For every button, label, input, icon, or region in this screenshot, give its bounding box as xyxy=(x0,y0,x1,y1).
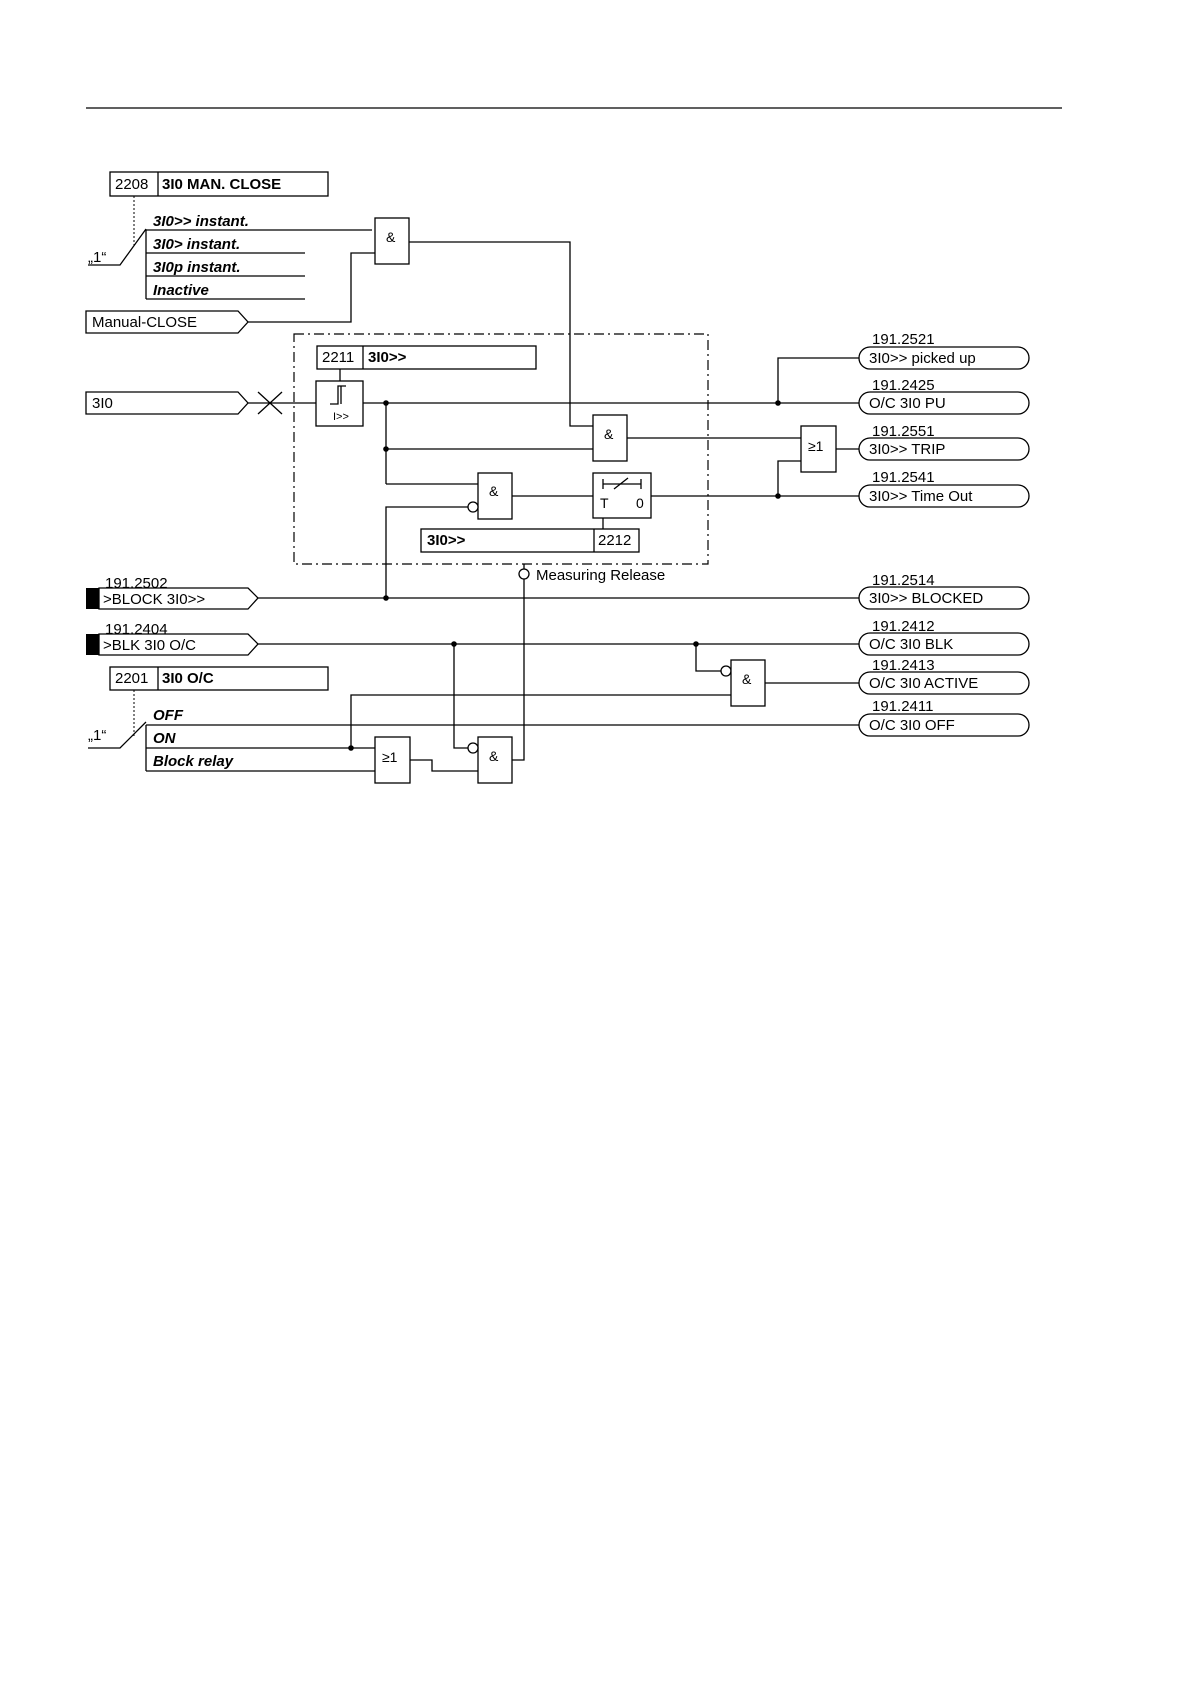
option-block-relay: Block relay xyxy=(153,753,234,770)
setting-pickup: 2211 3I0>> xyxy=(316,345,537,370)
negation-and-delay xyxy=(467,501,479,513)
and-gate-release-symbol: & xyxy=(489,748,499,764)
and-gate-release: & xyxy=(477,736,513,784)
and-gate-man-close-symbol: & xyxy=(386,229,396,245)
input-manual-close: Manual-CLOSE xyxy=(85,310,249,334)
or-gate-oc-symbol: ≥1 xyxy=(382,749,398,765)
wire-on-to-and-active xyxy=(350,694,731,748)
option-3i0p-instant: 3I0p instant. xyxy=(153,259,241,276)
output-time-out-number: 191.2541 xyxy=(872,469,935,486)
output-trip-number: 191.2551 xyxy=(872,423,935,440)
measuring-frame xyxy=(293,333,709,565)
timer-zero: 0 xyxy=(636,495,644,511)
option-off: OFF xyxy=(153,707,184,724)
output-picked-up: 191.2521 3I0>> picked up xyxy=(858,331,1030,370)
setting-delay-address: 2212 xyxy=(598,532,631,549)
output-oc-off-number: 191.2411 xyxy=(872,698,933,715)
wire-blk-to-and-release xyxy=(453,644,473,749)
setting-pickup-address: 2211 xyxy=(322,349,354,366)
input-3i0-label: 3I0 xyxy=(92,395,113,412)
wire-blk-to-and-active xyxy=(695,644,721,672)
wire-or-oc-out xyxy=(410,759,478,772)
output-time-out-label: 3I0>> Time Out xyxy=(869,488,973,505)
output-picked-up-number: 191.2521 xyxy=(872,331,935,348)
negation-and-active xyxy=(720,665,732,677)
input-block-label: >BLOCK 3I0>> xyxy=(103,591,205,608)
output-oc-blk: 191.2412 O/C 3I0 BLK xyxy=(858,618,1030,656)
man-close-switch: „1“ xyxy=(88,228,147,266)
wire-timeout-to-or xyxy=(777,460,801,496)
output-oc-blk-label: O/C 3I0 BLK xyxy=(869,636,953,653)
output-blocked-label: 3I0>> BLOCKED xyxy=(869,590,983,607)
man-close-options: 3I0>> instant. 3I0> instant. 3I0p instan… xyxy=(145,213,372,300)
and-gate-active: & xyxy=(730,659,766,707)
output-oc-off-label: O/C 3I0 OFF xyxy=(869,717,955,734)
and-gate-instant: & xyxy=(592,414,628,462)
setting-oc-name: 3I0 O/C xyxy=(162,670,214,687)
input-block: 191.2502 >BLOCK 3I0>> xyxy=(86,575,259,610)
setting-delay: 3I0>> 2212 xyxy=(420,528,640,553)
man-close-switch-label: „1“ xyxy=(88,249,106,266)
and-gate-delay: & xyxy=(477,472,513,520)
setting-oc: 2201 3I0 O/C xyxy=(109,666,329,691)
wire-measuring-release xyxy=(512,579,525,761)
output-oc-active-number: 191.2413 xyxy=(872,657,935,674)
output-oc-active-label: O/C 3I0 ACTIVE xyxy=(869,675,978,692)
output-trip: 191.2551 3I0>> TRIP xyxy=(858,423,1030,461)
wire-manual-close xyxy=(248,252,375,323)
measuring-release-label: Measuring Release xyxy=(536,567,665,584)
timer-t: T xyxy=(600,495,609,511)
or-gate-trip: ≥1 xyxy=(800,425,837,473)
output-trip-label: 3I0>> TRIP xyxy=(869,441,945,458)
option-on: ON xyxy=(153,730,177,747)
output-time-out: 191.2541 3I0>> Time Out xyxy=(858,469,1030,508)
and-gate-active-symbol: & xyxy=(742,671,752,687)
setting-delay-name: 3I0>> xyxy=(427,532,466,549)
output-oc-pu-number: 191.2425 xyxy=(872,377,935,394)
output-picked-up-label: 3I0>> picked up xyxy=(869,350,976,367)
threshold-label: I>> xyxy=(333,411,349,423)
and-gate-man-close: & xyxy=(374,217,410,265)
timer-block: T 0 xyxy=(592,472,652,519)
option-inactive: Inactive xyxy=(153,282,209,299)
option-3i0-g-instant: 3I0> instant. xyxy=(153,236,240,253)
output-oc-active: 191.2413 O/C 3I0 ACTIVE xyxy=(858,657,1030,695)
input-3i0: 3I0 xyxy=(85,391,249,415)
or-gate-trip-symbol: ≥1 xyxy=(808,438,824,454)
setting-pickup-name: 3I0>> xyxy=(368,349,407,366)
wire-picked-up xyxy=(777,357,859,403)
oc-options: OFF ON Block relay xyxy=(145,707,859,772)
setting-oc-address: 2201 xyxy=(115,670,148,687)
and-gate-delay-symbol: & xyxy=(489,483,499,499)
and-gate-instant-symbol: & xyxy=(604,426,614,442)
oc-switch-label: „1“ xyxy=(88,727,106,744)
oc-switch: „1“ xyxy=(88,721,147,749)
setting-man-close-address: 2208 xyxy=(115,176,148,193)
negation-measuring-release xyxy=(518,568,530,580)
wire-block-to-and3 xyxy=(385,506,468,598)
negation-and-release xyxy=(467,742,479,754)
input-manual-close-label: Manual-CLOSE xyxy=(92,314,197,331)
threshold-block: I>> xyxy=(315,380,364,427)
input-blk-oc: 191.2404 >BLK 3I0 O/C xyxy=(86,621,259,656)
setting-man-close-name: 3I0 MAN. CLOSE xyxy=(162,176,281,193)
output-oc-blk-number: 191.2412 xyxy=(872,618,935,635)
output-oc-pu: 191.2425 O/C 3I0 PU xyxy=(858,377,1030,415)
setting-man-close: 2208 3I0 MAN. CLOSE xyxy=(109,171,329,197)
output-oc-pu-label: O/C 3I0 PU xyxy=(869,395,946,412)
input-blk-oc-label: >BLK 3I0 O/C xyxy=(103,637,196,654)
output-blocked-number: 191.2514 xyxy=(872,572,935,589)
option-3i0-gg-instant: 3I0>> instant. xyxy=(153,213,249,230)
or-gate-oc: ≥1 xyxy=(374,736,411,784)
cross-marker xyxy=(257,391,283,415)
output-blocked: 191.2514 3I0>> BLOCKED xyxy=(858,572,1030,610)
output-oc-off: 191.2411 O/C 3I0 OFF xyxy=(858,698,1030,737)
